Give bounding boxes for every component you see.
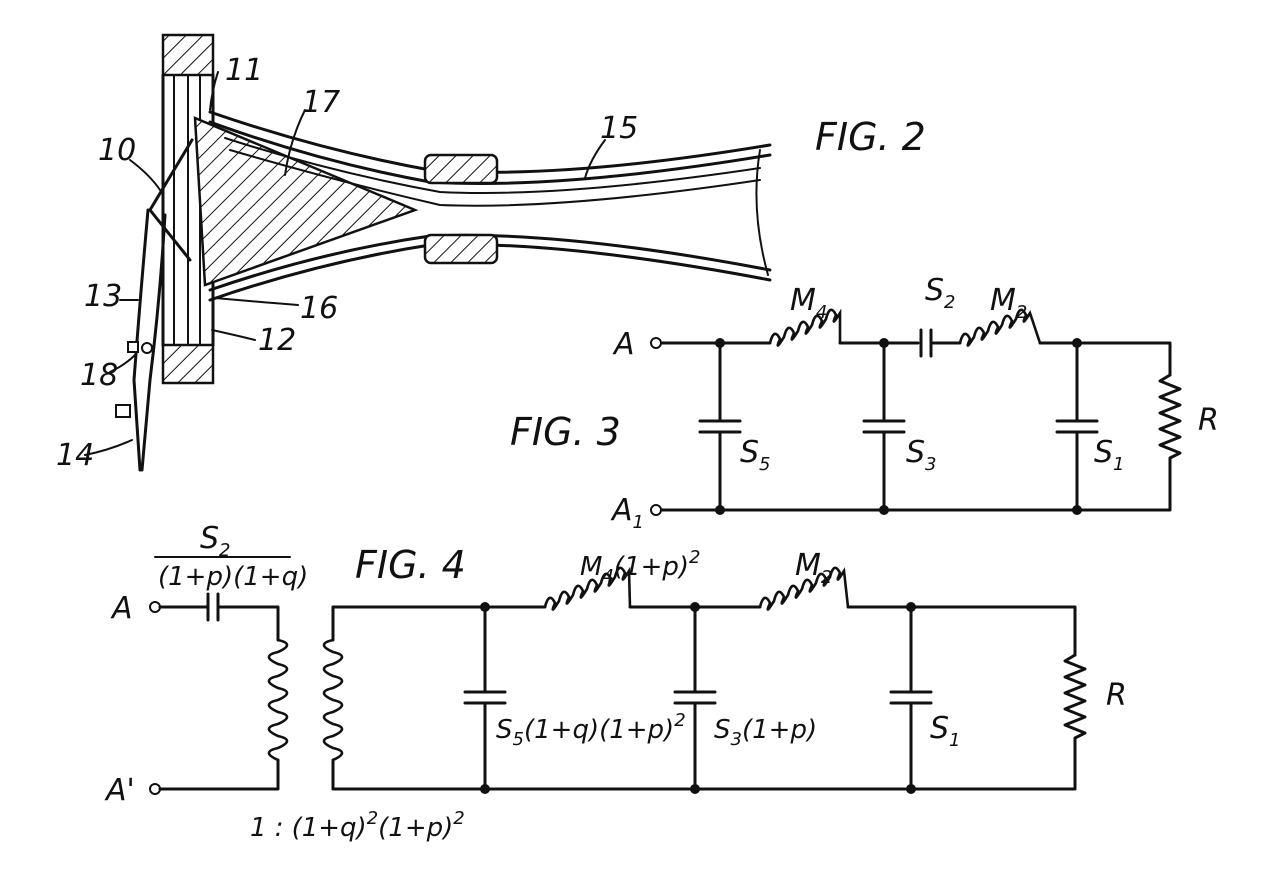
stylus-assembly — [115, 138, 194, 472]
fig4-junction — [690, 602, 700, 612]
fig3-bottom-rail — [660, 466, 1172, 512]
fig3-label-s5: S5 — [740, 435, 771, 475]
fig3-junction — [879, 505, 889, 515]
ref-11: 11 — [225, 53, 263, 88]
fig4-title: FIG. 4 — [355, 543, 466, 587]
ref-13: 13 — [84, 279, 122, 314]
fig3-capacitor-s5 — [698, 341, 742, 512]
fig4-junction — [906, 784, 916, 794]
ref-18: 18 — [80, 358, 118, 393]
fig3-label-s1: S1 — [1094, 435, 1125, 475]
fig4-series-capacitor — [206, 592, 220, 622]
fig3-capacitor-s1 — [1055, 341, 1099, 512]
fig3-label-a1: A1 — [610, 493, 644, 533]
horn-core-17 — [193, 116, 419, 287]
ref-16: 16 — [300, 291, 338, 326]
reference-leaders — [84, 71, 606, 456]
fig3-junction — [1072, 505, 1082, 515]
fig4-junction — [480, 784, 490, 794]
fig4-transformer-primary — [267, 638, 289, 762]
fig4-capacitor-s1 — [889, 605, 933, 791]
fig4-label-s3: S3(1+p) — [714, 715, 817, 750]
fig4-turns-ratio: 1 :(1+q)2(1+p)2 — [250, 808, 465, 843]
fig3-terminal-a1 — [650, 504, 662, 516]
fig2-horn-drawing: 10 11 12 13 14 15 16 17 18 FIG. 2 — [56, 33, 926, 473]
fig3-label-s3: S3 — [906, 435, 937, 475]
fig3-inductor-m2 — [958, 308, 1042, 347]
fig2-title: FIG. 2 — [815, 115, 926, 159]
fig4-label-s5: S5(1+q)(1+p)2 — [496, 710, 686, 750]
fig4-junction — [690, 784, 700, 794]
fig4-input-wires — [158, 605, 280, 791]
ref-15: 15 — [600, 111, 638, 146]
fig4-label-m4: M4(1+p)2 — [580, 547, 700, 587]
fig3-junction — [879, 338, 889, 348]
fig4-capacitor-s5 — [463, 605, 507, 791]
fig4-transformer-secondary — [322, 638, 344, 762]
ref-10: 10 — [98, 133, 136, 168]
ref-12: 12 — [258, 323, 296, 358]
fig3-junction — [715, 505, 725, 515]
fig4-inductor-m2 — [758, 566, 850, 611]
fig4-circuit: A A' S2 (1+p)(1+q) M4(1+p)2 M2 S5(1+q)(1… — [104, 521, 1127, 843]
fig4-label-a-prime: A' — [104, 773, 135, 808]
fig3-title: FIG. 3 — [510, 410, 621, 454]
ref-17: 17 — [302, 85, 340, 120]
fig3-capacitor-s3 — [862, 341, 906, 512]
fig3-terminal-a — [650, 337, 662, 349]
fig4-bottom-rail — [331, 740, 1077, 791]
fig4-resistor-r — [1063, 653, 1087, 744]
fig4-label-a: A — [110, 591, 133, 626]
fig3-capacitor-s2 — [919, 328, 933, 358]
fig3-label-s2: S2 — [925, 273, 956, 313]
fig3-inductor-m4 — [768, 308, 842, 347]
fig4-series-cap-numerator: S2 — [200, 521, 231, 561]
ref-14: 14 — [56, 438, 94, 473]
fig3-junction — [715, 338, 725, 348]
fig3-label-a: A — [612, 327, 635, 362]
throat-coupling — [423, 153, 499, 265]
fig3-resistor-r — [1158, 373, 1182, 470]
fig4-series-cap-denominator: (1+p)(1+q) — [158, 562, 308, 592]
fig4-junction — [480, 602, 490, 612]
fig4-junction — [906, 602, 916, 612]
fig4-inductor-m4 — [543, 566, 632, 611]
fig4-label-s1: S1 — [930, 711, 961, 751]
fig3-label-r: R — [1198, 403, 1219, 438]
fig3-junction — [1072, 338, 1082, 348]
fig4-label-m2: M2 — [795, 548, 832, 588]
fig4-label-r: R — [1106, 678, 1127, 713]
fig3-label-m4: M4 — [790, 283, 827, 323]
fig4-top-rail — [331, 605, 1077, 657]
fig3-top-rail — [660, 341, 1172, 377]
fig3-circuit: A A1 M4 S2 M2 S5 S3 S1 R FIG. 3 — [510, 273, 1219, 533]
fig4-capacitor-s3 — [673, 605, 717, 791]
fig3-label-m2: M2 — [990, 283, 1027, 323]
